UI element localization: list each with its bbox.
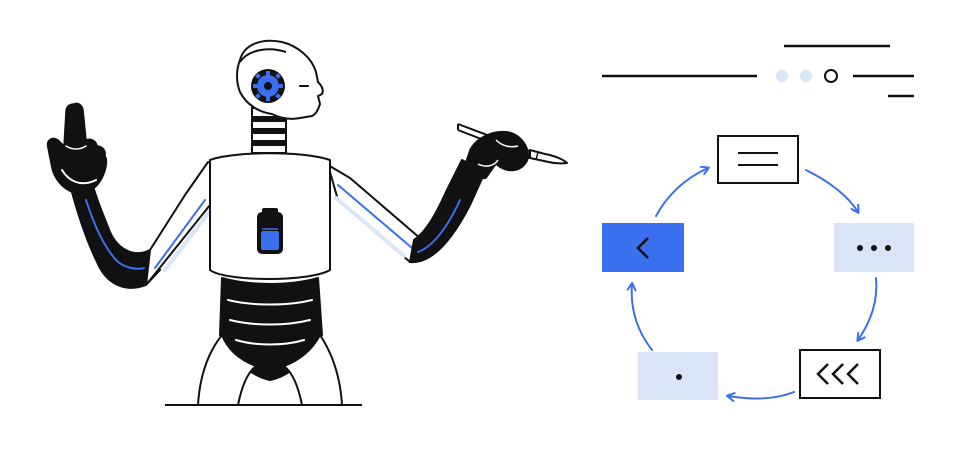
triple-chevron-left-icon	[816, 363, 859, 385]
pointing-hand-cuff	[61, 169, 97, 185]
arrow-top-to-right	[805, 169, 860, 214]
header-decoration	[602, 44, 914, 98]
brush-hand	[465, 130, 530, 180]
cycle-node-top[interactable]	[717, 135, 799, 184]
left-upper-arm-highlight-2	[163, 206, 214, 272]
arrow-bottom-right-to-bottom-left	[726, 391, 795, 402]
pager-dots[interactable]	[776, 69, 838, 83]
right-arm	[327, 123, 568, 264]
right-forearm-highlight	[417, 199, 461, 253]
robot-right-hip	[283, 334, 343, 406]
chevron-left-icon	[636, 237, 649, 259]
ellipsis-icon	[857, 245, 891, 251]
left-upper-arm-highlight	[154, 199, 206, 269]
arrow-right-to-bottom-right	[856, 277, 878, 342]
cycle-node-right[interactable]	[834, 223, 914, 272]
pager-dot[interactable]	[800, 70, 812, 82]
text-lines-icon	[738, 152, 778, 166]
left-arm	[46, 102, 229, 289]
right-upper-arm-highlight	[337, 184, 413, 249]
pointing-hand-finger-line	[65, 145, 87, 150]
robot-head	[236, 39, 324, 120]
pager-dot-active[interactable]	[824, 69, 838, 83]
robot-left-hip	[197, 334, 257, 406]
arrow-bottom-left-to-left	[626, 282, 653, 351]
process-cycle	[602, 135, 914, 402]
arrow-left-to-top	[655, 165, 710, 217]
gear-icon	[253, 71, 283, 101]
left-arm-highlight	[85, 199, 145, 270]
robot	[46, 39, 568, 406]
pager-dot[interactable]	[776, 70, 788, 82]
right-upper-arm-highlight-2	[334, 196, 406, 258]
cycle-node-bottom-left[interactable]	[638, 352, 718, 400]
dot-icon	[676, 374, 682, 380]
cycle-arrows	[626, 165, 878, 402]
cycle-node-bottom-right[interactable]	[799, 349, 881, 399]
cycle-node-left[interactable]	[602, 223, 684, 272]
battery-icon	[257, 208, 283, 254]
